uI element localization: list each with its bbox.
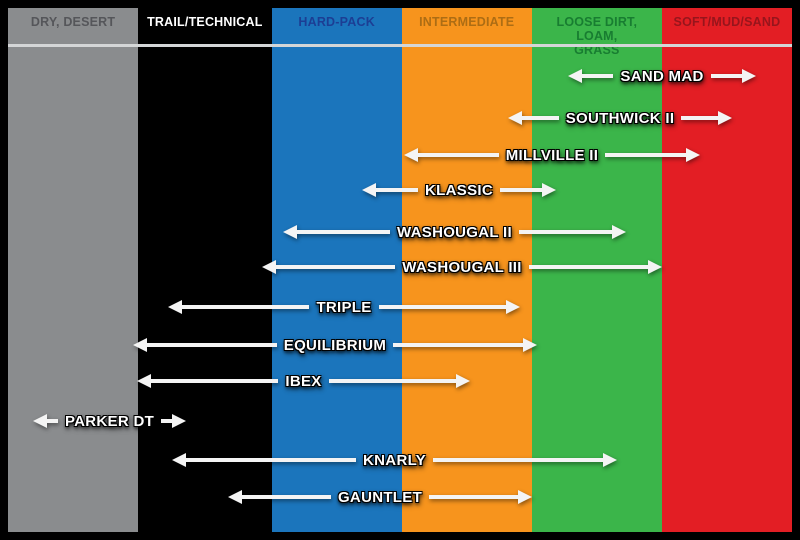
arrow-line <box>151 379 279 383</box>
arrow-line <box>161 419 172 423</box>
arrow-line <box>499 188 542 192</box>
arrow-left-icon <box>262 260 276 274</box>
tire-row-ibex: IBEX <box>137 368 470 394</box>
arrow-left-icon <box>404 148 418 162</box>
arrow-right-icon <box>523 338 537 352</box>
arrow-line <box>432 458 604 462</box>
arrow-line <box>522 116 559 120</box>
arrow-right-icon <box>518 490 532 504</box>
terrain-column-label: DRY, DESERT <box>30 15 116 29</box>
tire-row-gauntlet: GAUNTLET <box>228 484 532 510</box>
terrain-column-4: LOOSE DIRT, LOAM,GRASS <box>531 8 662 532</box>
terrain-column-5: SOFT/MUD/SAND <box>661 8 792 532</box>
tire-row-equilibrium: EQUILIBRIUM <box>133 332 537 358</box>
terrain-columns: DRY, DESERT TRAIL/TECHNICAL HARD-PACK INTER… <box>8 8 792 532</box>
arrow-line <box>182 305 310 309</box>
arrow-left-icon <box>168 300 182 314</box>
tire-label: SOUTHWICK II <box>565 109 675 127</box>
arrow-line <box>582 74 614 78</box>
arrow-left-icon <box>283 225 297 239</box>
arrow-right-icon <box>612 225 626 239</box>
arrow-left-icon <box>133 338 147 352</box>
terrain-column-1: TRAIL/TECHNICAL <box>138 8 272 532</box>
arrow-left-icon <box>228 490 242 504</box>
terrain-column-0: DRY, DESERT <box>8 8 139 532</box>
arrow-line <box>681 116 718 120</box>
tire-label: KNARLY <box>363 451 426 469</box>
arrow-line <box>186 458 357 462</box>
arrow-right-icon <box>718 111 732 125</box>
terrain-column-2: HARD-PACK <box>271 8 402 532</box>
tire-row-millville-ii: MILLVILLE II <box>404 142 701 168</box>
arrow-left-icon <box>172 453 186 467</box>
arrow-line <box>418 153 499 157</box>
arrow-right-icon <box>686 148 701 162</box>
header-divider <box>8 44 792 47</box>
tire-row-klassic: KLASSIC <box>362 177 556 203</box>
arrow-left-icon <box>362 183 376 197</box>
tire-label: IBEX <box>285 372 322 390</box>
terrain-column-label: LOOSE DIRT, LOAM,GRASS <box>556 15 638 57</box>
arrow-right-icon <box>456 374 470 388</box>
tire-row-parker-dt: PARKER DT <box>33 408 186 434</box>
arrow-line <box>242 495 331 499</box>
arrow-right-icon <box>742 69 757 83</box>
arrow-left-icon <box>508 111 522 125</box>
arrow-line <box>710 74 743 78</box>
tire-row-knarly: KNARLY <box>172 447 618 473</box>
arrow-line <box>276 265 396 269</box>
terrain-column-label: SOFT/MUD/SAND <box>673 15 781 29</box>
tire-label: EQUILIBRIUM <box>283 336 387 354</box>
arrow-line <box>393 343 523 347</box>
tire-row-triple: TRIPLE <box>168 294 521 320</box>
tire-label: MILLVILLE II <box>505 146 599 164</box>
arrow-line <box>297 230 390 234</box>
arrow-right-icon <box>542 183 556 197</box>
arrow-line <box>378 305 507 309</box>
tire-row-southwick-ii: SOUTHWICK II <box>508 105 732 131</box>
arrow-line <box>328 379 456 383</box>
arrow-right-icon <box>172 414 186 428</box>
arrow-right-icon <box>648 260 662 274</box>
tire-label: TRIPLE <box>316 298 372 316</box>
arrow-left-icon <box>568 69 582 83</box>
arrow-line <box>429 495 518 499</box>
terrain-column-label: TRAIL/TECHNICAL <box>147 15 263 29</box>
tire-label: GAUNTLET <box>337 488 423 506</box>
arrow-left-icon <box>137 374 151 388</box>
arrow-line <box>528 265 648 269</box>
tire-label: KLASSIC <box>425 181 493 199</box>
tire-label: PARKER DT <box>64 412 155 430</box>
tire-label: SAND MAD <box>620 67 704 85</box>
terrain-column-3: INTERMEDIATE <box>401 8 532 532</box>
tire-label: WASHOUGAL III <box>402 258 522 276</box>
arrow-left-icon <box>33 414 47 428</box>
tire-label: WASHOUGAL II <box>397 223 512 241</box>
arrow-line <box>605 153 687 157</box>
tire-row-sand-mad: SAND MAD <box>568 63 757 89</box>
arrow-right-icon <box>603 453 618 467</box>
arrow-line <box>47 419 58 423</box>
tire-row-washougal-iii: WASHOUGAL III <box>262 254 662 280</box>
arrow-line <box>519 230 612 234</box>
tire-row-washougal-ii: WASHOUGAL II <box>283 219 626 245</box>
terrain-column-label: HARD-PACK <box>298 15 375 29</box>
terrain-column-label: INTERMEDIATE <box>419 15 515 29</box>
arrow-right-icon <box>506 300 521 314</box>
arrow-line <box>376 188 419 192</box>
arrow-line <box>147 343 277 347</box>
